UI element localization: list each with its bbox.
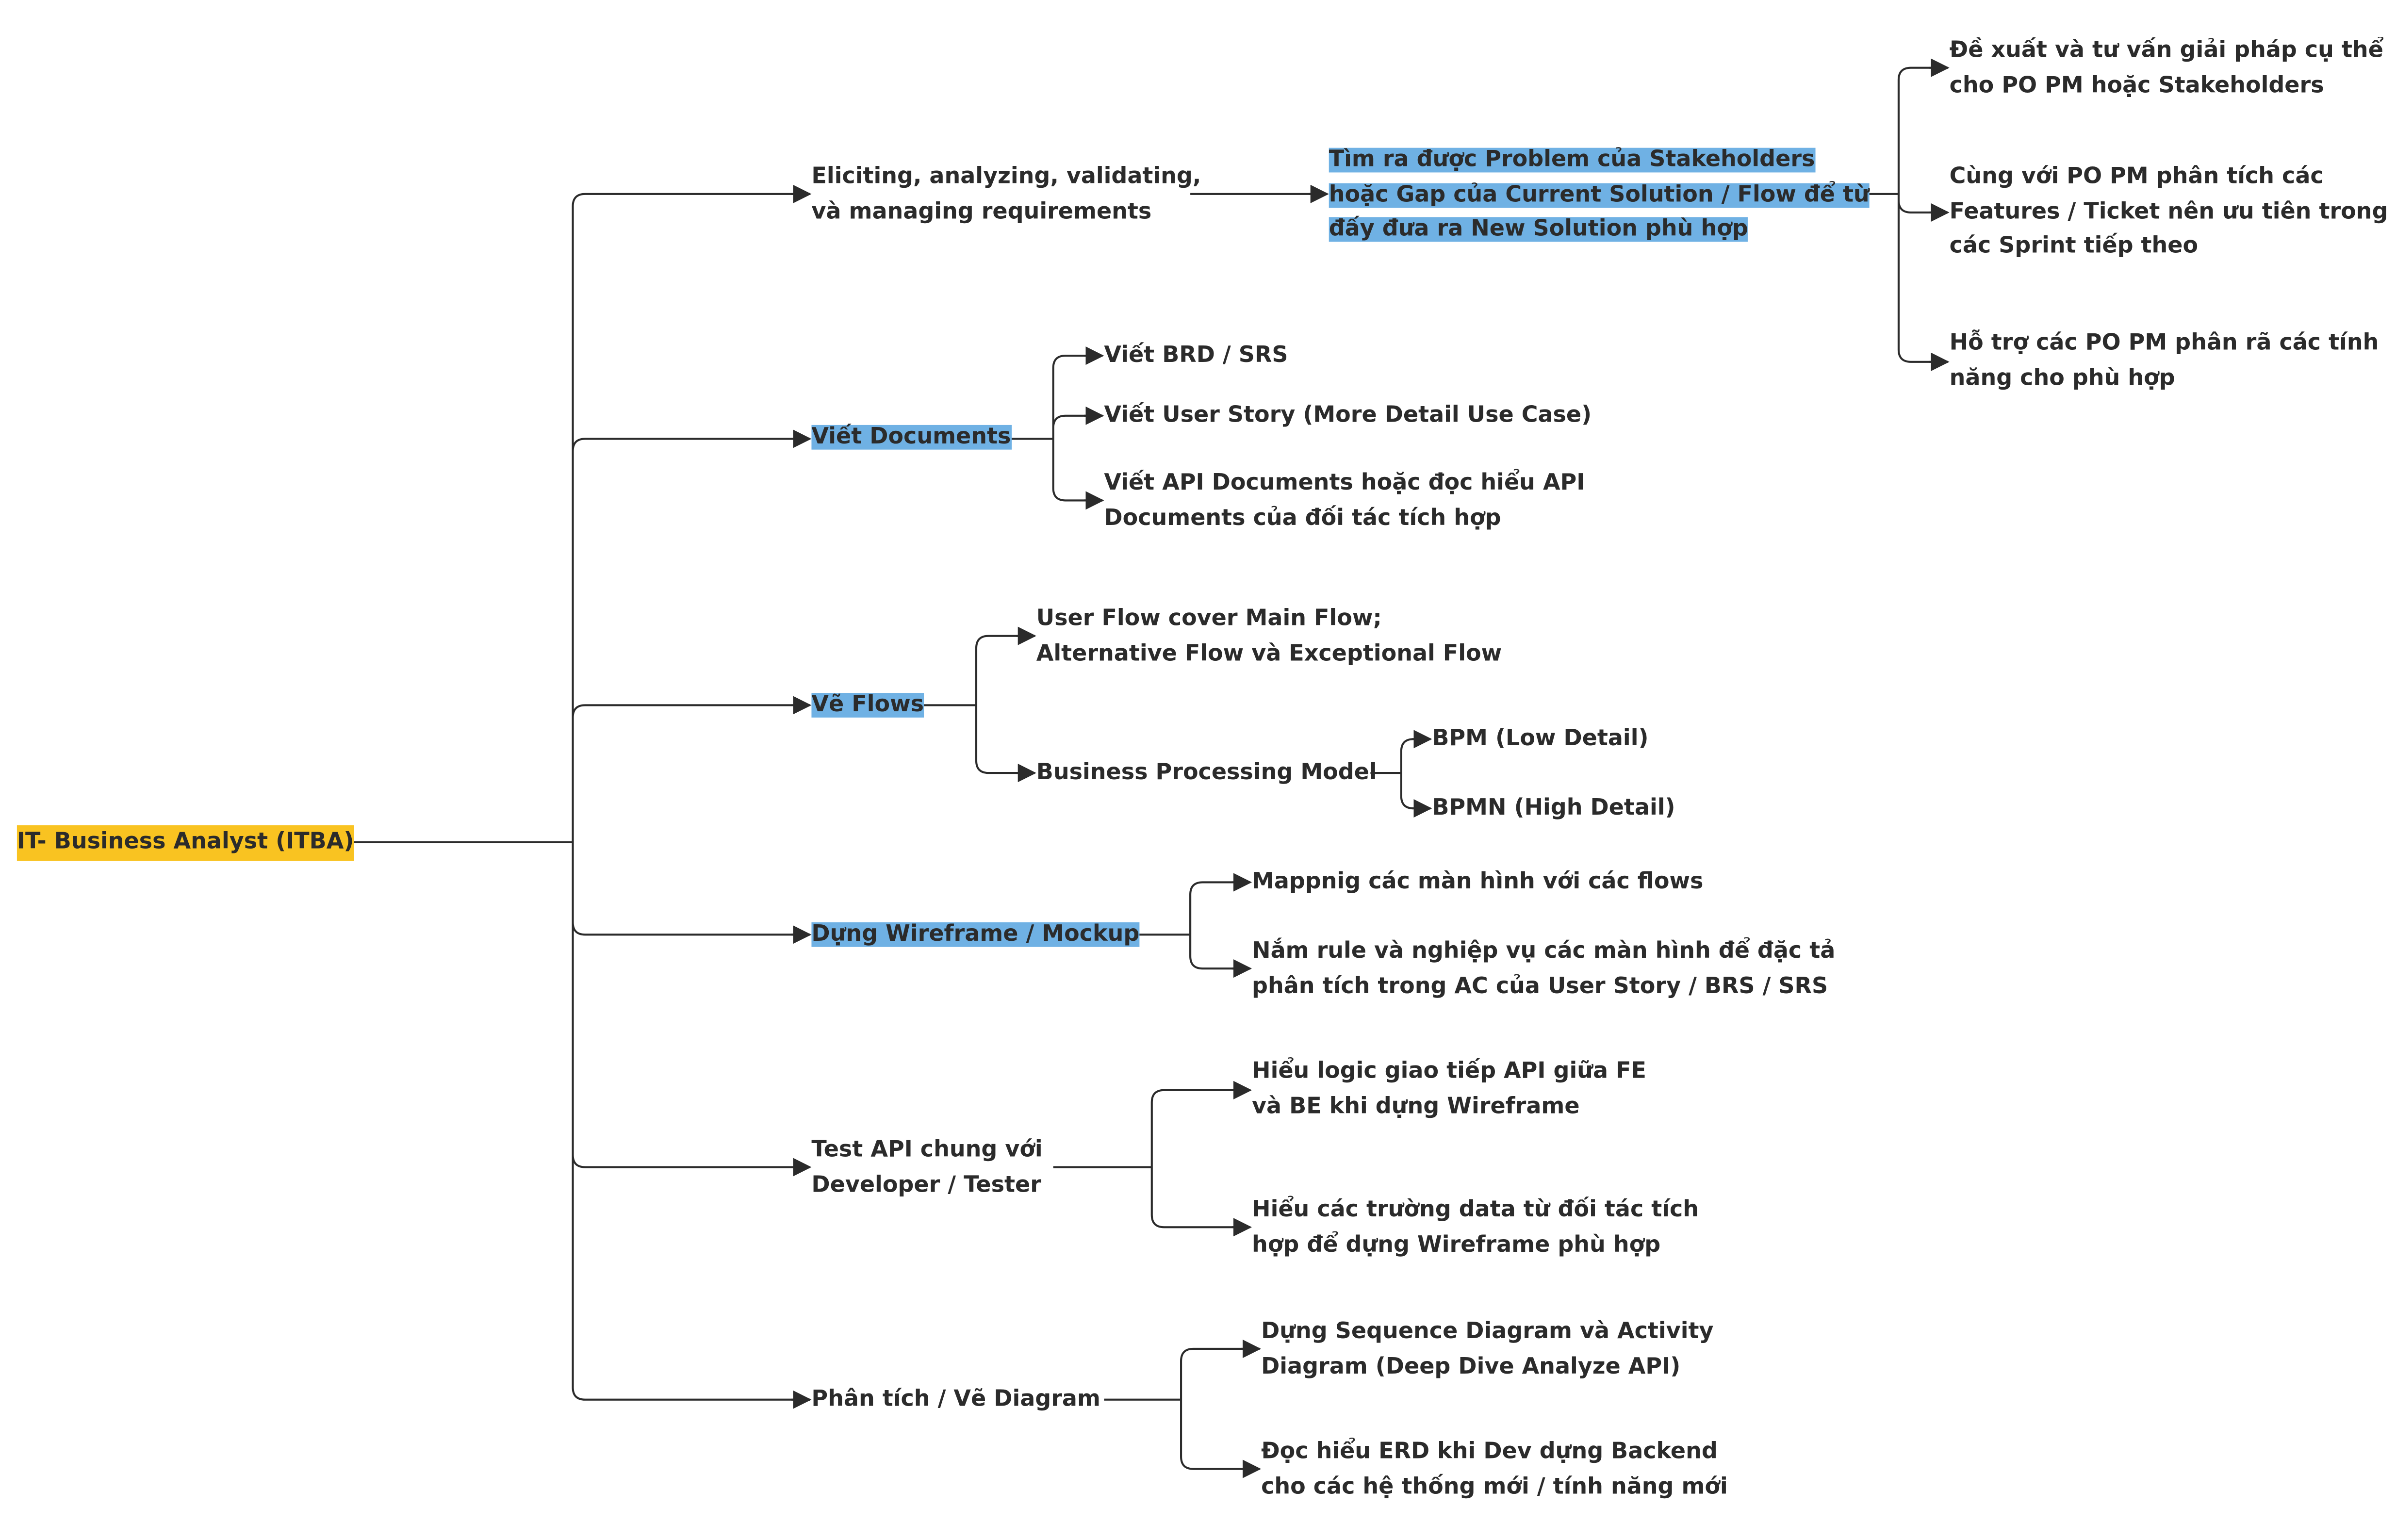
test-api-connector [1053, 1089, 1250, 1229]
node-line: Mappnig các màn hình với các flows [1252, 870, 1704, 895]
node-user-flow: User Flow cover Main Flow; Alternative F… [1036, 602, 1502, 672]
node-mapping-screens: Mappnig các màn hình với các flows [1252, 866, 1703, 900]
node-line: đấy đưa ra New Solution phù hợp [1329, 217, 1748, 242]
node-line: cho các hệ thống mới / tính năng mới [1261, 1474, 1728, 1499]
node-line: hợp để dựng Wireframe phù hợp [1252, 1232, 1661, 1258]
node-business-processing-model: Business Processing Model [1036, 756, 1377, 790]
node-line: Tìm ra được Problem của Stakeholders [1329, 147, 1815, 173]
node-line: Business Processing Model [1036, 760, 1377, 786]
root-connector [332, 193, 810, 1401]
node-line: và BE khi dựng Wireframe [1252, 1094, 1580, 1119]
bpm-connector [1370, 738, 1431, 810]
node-sequence-activity-diagram: Dựng Sequence Diagram và Activity Diagra… [1261, 1315, 1713, 1384]
node-line: phân tích trong AC của User Story / BRS … [1252, 974, 1828, 999]
node-find-problem-stakeholders: Tìm ra được Problem của Stakeholders hoặ… [1329, 143, 1870, 247]
node-propose-solution: Đề xuất và tư vấn giải pháp cụ thể cho P… [1950, 34, 2383, 103]
node-line: BPMN (High Detail) [1432, 796, 1675, 821]
documents-connector [1004, 355, 1103, 502]
branch-diagram-analysis: Phân tích / Vẽ Diagram [811, 1383, 1100, 1417]
node-write-user-story: Viết User Story (More Detail Use Case) [1104, 399, 1592, 433]
node-bpmn: BPMN (High Detail) [1432, 791, 1675, 826]
node-line: Diagram (Deep Dive Analyze API) [1261, 1354, 1681, 1379]
node-read-erd: Đọc hiểu ERD khi Dev dựng Backend cho cá… [1261, 1435, 1728, 1505]
branch-write-documents: Viết Documents [811, 420, 1011, 455]
node-line: Viết BRD / SRS [1104, 343, 1288, 368]
node-write-brd-srs: Viết BRD / SRS [1104, 339, 1288, 373]
node-data-fields: Hiểu các trường data từ đối tác tích hợp… [1252, 1193, 1699, 1262]
branch-test-api: Test API chung với Developer / Tester [811, 1133, 1042, 1203]
node-line: các Sprint tiếp theo [1949, 234, 2199, 259]
wireframe-connector [1132, 881, 1250, 970]
node-line: Hiểu các trường data từ đối tác tích [1252, 1197, 1699, 1223]
node-line: Dựng Sequence Diagram và Activity [1261, 1319, 1714, 1344]
node-line: Viết API Documents hoặc đọc hiểu API [1104, 471, 1585, 496]
node-line: Phân tích / Vẽ Diagram [811, 1387, 1100, 1412]
node-line: Test API chung với [811, 1138, 1043, 1163]
node-line: Vẽ Flows [811, 693, 924, 718]
node-line: và managing requirements [811, 199, 1152, 224]
node-screen-rules: Nắm rule và nghiệp vụ các màn hình để đặ… [1252, 934, 1835, 1004]
root-node: IT- Business Analyst (ITBA) [16, 825, 354, 860]
branch-draw-flows: Vẽ Flows [811, 688, 924, 723]
node-api-logic: Hiểu logic giao tiếp API giữa FE và BE k… [1252, 1055, 1646, 1124]
problem-connector [1851, 66, 1948, 363]
node-line: hoặc Gap của Current Solution / Flow để … [1329, 182, 1870, 207]
node-line: Hiểu logic giao tiếp API giữa FE [1252, 1059, 1646, 1084]
node-bpm: BPM (Low Detail) [1432, 722, 1648, 756]
node-line: Developer / Tester [811, 1172, 1041, 1197]
node-line: Eliciting, analyzing, validating, [811, 164, 1201, 190]
node-line: Nắm rule và nghiệp vụ các màn hình để đặ… [1252, 939, 1836, 964]
node-write-api-documents: Viết API Documents hoặc đọc hiểu API Doc… [1104, 467, 1585, 536]
node-line: Viết Documents [811, 425, 1011, 450]
node-line: năng cho phù hợp [1949, 365, 2175, 391]
flows-connector [918, 635, 1035, 774]
node-line: Đọc hiểu ERD khi Dev dựng Backend [1261, 1440, 1718, 1464]
node-line: cho PO PM hoặc Stakeholders [1949, 73, 2324, 98]
node-support-breakdown: Hỗ trợ các PO PM phân rã các tính năng c… [1950, 327, 2379, 396]
node-line: Documents của đối tác tích hợp [1104, 506, 1501, 531]
node-line: User Flow cover Main Flow; [1036, 606, 1382, 632]
diagram-connector [1104, 1347, 1260, 1470]
node-line: Cùng với PO PM phân tích các [1949, 164, 2324, 190]
branch-wireframe-mockup: Dựng Wireframe / Mockup [811, 917, 1140, 952]
node-prioritize-features: Cùng với PO PM phân tích các Features / … [1950, 160, 2388, 264]
branch-eliciting-requirements: Eliciting, analyzing, validating, và man… [811, 160, 1201, 229]
node-line: Dựng Wireframe / Mockup [811, 922, 1140, 947]
node-line: Viết User Story (More Detail Use Case) [1104, 403, 1592, 428]
node-line: BPM (Low Detail) [1432, 726, 1649, 752]
node-line: Hỗ trợ các PO PM phân rã các tính [1949, 331, 2379, 356]
node-line: Đề xuất và tư vấn giải pháp cụ thể [1949, 38, 2383, 64]
node-line: Features / Ticket nên ưu tiên trong [1949, 199, 2388, 224]
node-line: Alternative Flow và Exceptional Flow [1036, 641, 1502, 666]
root-label: IT- Business Analyst (ITBA) [16, 825, 354, 860]
